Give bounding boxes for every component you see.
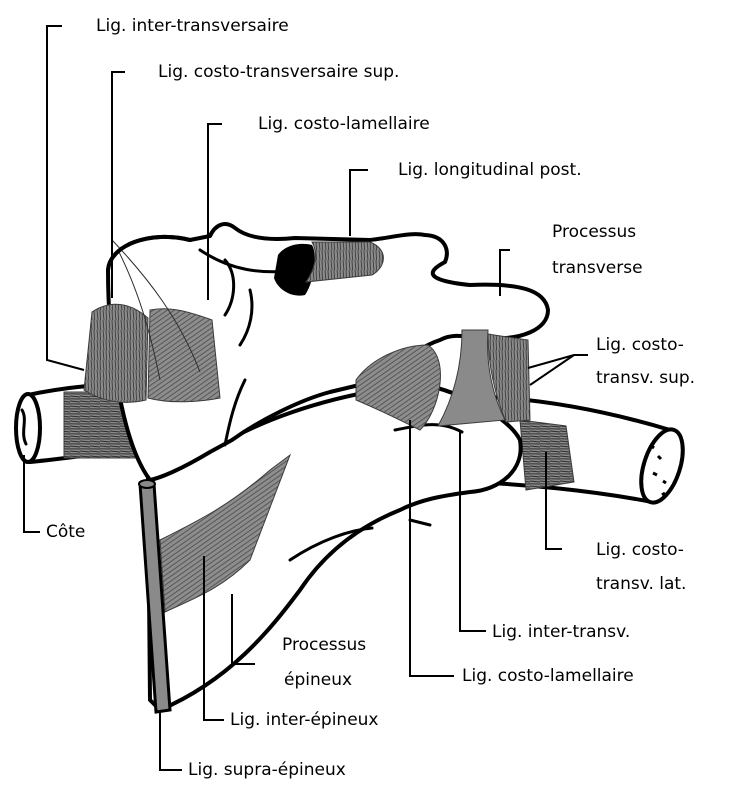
label-lig-inter-transversaire: Lig. inter-transversaire [96, 16, 289, 36]
label-lig-inter-epineux: Lig. inter-épineux [230, 710, 379, 730]
label-lig-costo-transv-lat-line1: Lig. costo- [596, 540, 684, 560]
label-lig-longitudinal-post: Lig. longitudinal post. [398, 160, 582, 180]
label-lig-supra-epineux: Lig. supra-épineux [188, 760, 346, 780]
label-lig-costo-lamellaire-bottom: Lig. costo-lamellaire [462, 666, 634, 686]
label-processus-transverse-line1: Processus [552, 222, 636, 242]
label-cote: Côte [46, 522, 85, 542]
label-processus-epineux-line1: Processus [282, 635, 366, 655]
label-lig-costo-transv-lat-line2: transv. lat. [596, 574, 686, 594]
label-processus-transverse-line2: transverse [552, 258, 643, 278]
label-lig-costo-lamellaire-top: Lig. costo-lamellaire [258, 114, 430, 134]
label-lig-inter-transv: Lig. inter-transv. [492, 622, 630, 642]
label-lig-costo-transv-sup-line1: Lig. costo- [596, 335, 684, 355]
label-lig-costo-transv-sup-line2: transv. sup. [596, 368, 695, 388]
label-processus-epineux-line2: épineux [284, 670, 352, 690]
label-lig-costo-transversaire-sup: Lig. costo-transversaire sup. [158, 62, 399, 82]
